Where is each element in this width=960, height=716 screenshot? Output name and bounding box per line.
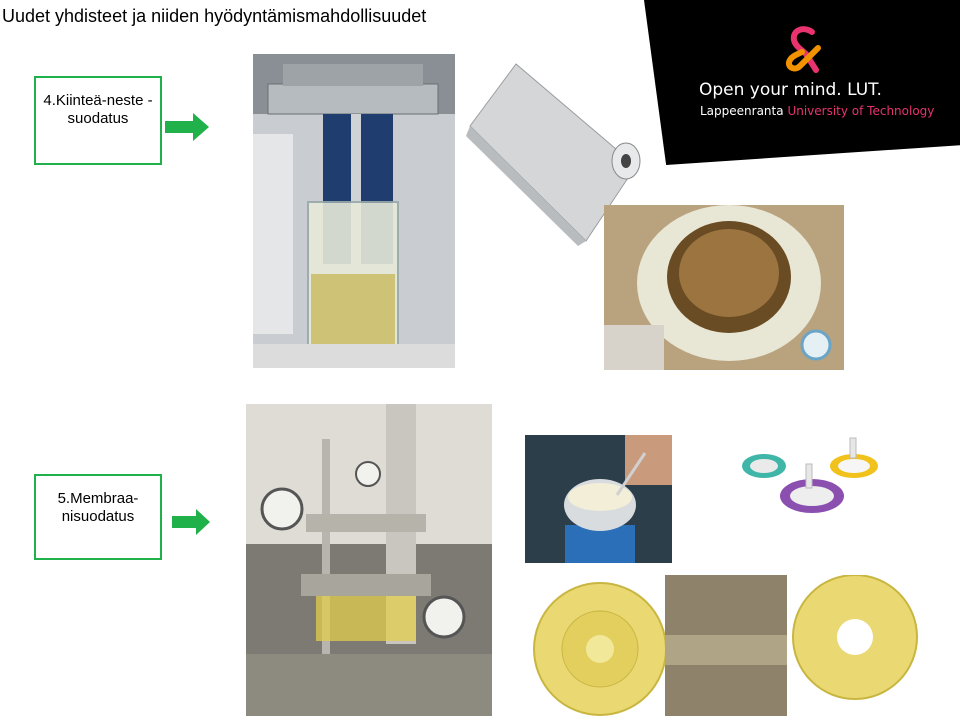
step-5-label: 5.Membraa-nisuodatus — [57, 490, 139, 525]
right-arrow-icon — [172, 509, 210, 535]
lut-logo: Open your mind. LUT. Lappeenranta Univer… — [644, 0, 960, 165]
filtration-apparatus-photo — [253, 54, 455, 368]
membrane-filtration-rig-photo — [246, 404, 492, 716]
logo-university-city: Lappeenranta — [700, 104, 784, 118]
syringe-filters-photo — [734, 436, 884, 536]
logo-university-name: University of Technology — [787, 104, 935, 118]
logo-slogan: Open your mind. LUT. — [699, 80, 882, 100]
logo-university: Lappeenranta University of Technology — [700, 104, 934, 118]
slide-title: Uudet yhdisteet ja niiden hyödyntämismah… — [2, 6, 427, 26]
filter-funnel-photo — [604, 205, 844, 370]
ampersand-logo-icon — [786, 26, 821, 73]
right-arrow-icon — [165, 113, 209, 141]
step-4-box: 4.Kiinteä-neste - suodatus — [34, 76, 162, 165]
step-4-label: 4.Kiinteä-neste - suodatus — [43, 92, 153, 127]
membrane-plates-photo — [525, 575, 922, 716]
step-5-box: 5.Membraa-nisuodatus — [34, 474, 162, 560]
membrane-cell-photo — [525, 435, 672, 563]
